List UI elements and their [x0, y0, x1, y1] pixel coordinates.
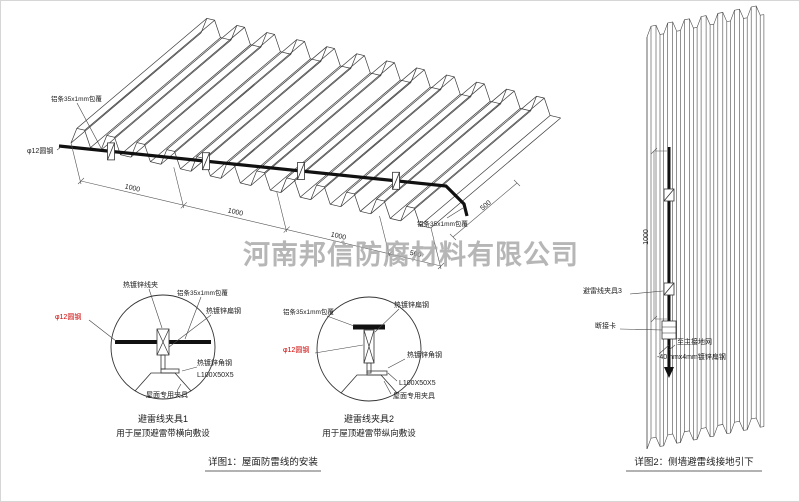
label-angle-steel-1: 热镀锌角钢	[197, 358, 232, 367]
label-alu-strip-1: 铝条35x1mm包覆	[177, 288, 228, 297]
roof-dimensions	[70, 142, 521, 270]
wall-drawing: 1000 避雷线夹具3 断接卡 至主接地网 -40mmx4mm镀锌扁钢	[583, 5, 765, 450]
label-flat-steel-2: 热镀锌扁钢	[394, 300, 429, 309]
detail-1-title: 避雷线夹具1	[138, 413, 188, 424]
detail-2-subtitle: 用于屋顶避雷带纵向敷设	[322, 428, 416, 438]
detail-1-angle-steel	[160, 368, 180, 374]
wall-dimension	[650, 147, 667, 323]
roof-right-edge	[430, 117, 561, 229]
wall-dim-1000: 1000	[643, 229, 650, 245]
detail-1-circle	[110, 294, 216, 400]
detail-1-subtitle: 用于屋顶避雷带横向敷设	[116, 428, 210, 438]
dim-1000-b: 1000	[227, 207, 244, 217]
caption-detail-1: 详图1：屋面防雷线的安装	[208, 456, 318, 468]
roof-corrugated-sheet	[70, 17, 562, 229]
roof-lightning-wire	[58, 142, 469, 217]
company-watermark: 河南邦信防腐材料有限公司	[243, 240, 579, 270]
wall-wire-clamps	[663, 188, 675, 296]
disconnect-link	[661, 320, 677, 340]
label-angle-steel-2: 热镀锌角钢	[407, 350, 442, 359]
detail-2-title: 避雷线夹具2	[344, 413, 394, 424]
dim-1000-c: 1000	[330, 231, 347, 241]
dim-1000-a: 1000	[124, 183, 141, 193]
detail-1-corrugation	[134, 372, 192, 392]
roof-leaders	[56, 102, 464, 219]
label-clamp3: 避雷线夹具3	[583, 286, 622, 295]
detail-2-leaders	[314, 308, 406, 395]
label-angle-spec-1: L100X50X5	[197, 372, 234, 379]
label-alu-strip-2: 铝条35x1mm包覆	[283, 307, 334, 316]
detail-circle-1: 热镀锌线夹 铝条35x1mm包覆 热镀锌扁钢 φ12圆钢 热镀锌角钢 L100X…	[55, 280, 241, 438]
detail-2-circle	[316, 296, 422, 402]
roof-wire-clamps	[107, 142, 400, 190]
label-disconnect: 断接卡	[595, 321, 616, 330]
detail-circle-2: 铝条35x1mm包覆 热镀锌扁钢 φ12圆钢 热镀锌角钢 L100X50X5 屋…	[283, 296, 442, 438]
detail-2-angle-leg	[366, 362, 372, 374]
label-wall-flat-steel: -40mmx4mm镀锌扁钢	[657, 352, 726, 361]
label-round-steel-main: φ12圆钢	[27, 146, 53, 155]
label-alu-strip-left: 铝条35x1mm包覆	[51, 94, 102, 103]
label-round-steel-1: φ12圆钢	[55, 312, 81, 321]
detail-2-corrugation	[340, 374, 398, 394]
label-roof-clamp-1: 屋面专用夹具	[146, 390, 188, 399]
detail-1-leaders	[88, 288, 212, 392]
label-alu-strip-right: 铝条35x1mm包覆	[417, 219, 468, 228]
wall-corrugated-sheet	[646, 5, 765, 450]
label-flat-steel-1: 热镀锌扁钢	[206, 306, 241, 315]
caption-detail-2: 详图2：侧墙避雷线接地引下	[634, 456, 753, 468]
label-roof-clamp-2: 屋面专用夹具	[393, 391, 435, 400]
label-round-steel-2: φ12圆钢	[283, 345, 309, 354]
down-arrow	[664, 367, 674, 378]
label-wire-clip-1: 热镀锌线夹	[123, 280, 158, 289]
dim-500-a: 500	[409, 250, 422, 260]
detail-1-flat-steel	[160, 354, 166, 370]
dim-500-side: 500	[479, 199, 493, 212]
wall-leaders	[619, 290, 676, 355]
label-to-ground: 至主接地网	[677, 337, 712, 346]
label-angle-spec-2: L100X50X5	[399, 380, 436, 387]
